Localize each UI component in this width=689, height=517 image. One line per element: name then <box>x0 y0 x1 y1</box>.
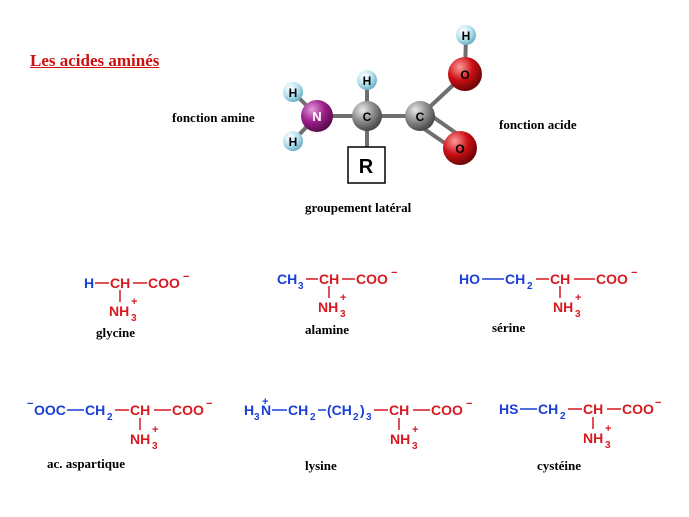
formula-charge: + <box>575 292 581 304</box>
hydrogen-atom-acid: H <box>456 25 476 45</box>
formula-charge: − <box>183 271 189 283</box>
name-cysteine: cystéine <box>537 458 582 473</box>
formula-atom: OOC <box>34 402 66 418</box>
formula-subscript: 2 <box>310 412 316 423</box>
atom-label: H <box>462 29 471 43</box>
formula-atom: H <box>244 402 254 418</box>
r-label: R <box>359 156 374 178</box>
formula-atom: NH <box>390 431 410 447</box>
formula-atom: CH <box>389 402 409 418</box>
formula-subscript: 3 <box>131 313 137 324</box>
atom-label: H <box>363 74 372 88</box>
atom-label: H <box>289 86 298 100</box>
formula-subscript: 3 <box>298 281 304 292</box>
name-lysine: lysine <box>305 458 337 473</box>
formula-charge: + <box>262 396 268 408</box>
formula-atom: NH <box>583 430 603 446</box>
atom-label: C <box>416 110 425 124</box>
formula-charge: + <box>412 424 418 436</box>
formula-serine: HO CH 2 CH COO − NH 3 + <box>459 267 637 320</box>
formula-atom: COO <box>356 271 388 287</box>
name-serine: sérine <box>492 320 526 335</box>
atom-label: O <box>455 142 464 156</box>
formula-atom: CH <box>319 271 339 287</box>
formula-subscript: 3 <box>152 441 158 452</box>
formula-lysine: + H 3 N CH 2 (CH 2 ) 3 CH COO − NH 3 + <box>244 396 472 452</box>
formula-atom: CH <box>85 402 105 418</box>
name-glycine: glycine <box>96 325 135 340</box>
formula-atom: CH <box>110 275 130 291</box>
formula-atom: H <box>84 275 94 291</box>
formula-atom: NH <box>553 299 573 315</box>
formula-subscript: 2 <box>560 411 566 422</box>
page-title: Les acides aminés <box>30 51 160 70</box>
formula-subscript: 2 <box>527 281 533 292</box>
label-fonction-acide: fonction acide <box>499 117 577 132</box>
atom-label: N <box>312 109 321 124</box>
formula-atom: CH <box>583 401 603 417</box>
formula-atom: CH <box>505 271 525 287</box>
formula-charge: + <box>152 424 158 436</box>
formula-charge: − <box>391 267 397 279</box>
label-groupement-lateral: groupement latéral <box>305 200 412 215</box>
formula-atom: HS <box>499 401 518 417</box>
formula-atom: N <box>261 402 271 418</box>
formula-charge: − <box>466 398 472 410</box>
formula-atom: HO <box>459 271 480 287</box>
formula-atom: COO <box>431 402 463 418</box>
formula-atom: COO <box>172 402 204 418</box>
formula-glycine: H CH COO − NH 3 + <box>84 271 189 324</box>
formula-charge: + <box>340 292 346 304</box>
hydrogen-atom-alpha: H <box>357 70 377 90</box>
formula-atom: CH <box>277 271 297 287</box>
carbon-atom-acid: C <box>405 101 435 131</box>
formula-aspartique: − OOC CH 2 CH COO − NH 3 + <box>27 398 212 452</box>
formula-charge: − <box>631 267 637 279</box>
carbon-atom-alpha: C <box>352 101 382 131</box>
hydrogen-atom-amine-top: H <box>283 82 303 102</box>
formula-atom: ) <box>360 402 365 418</box>
formula-alamine: CH 3 CH COO − NH 3 + <box>277 267 397 320</box>
formula-atom: CH <box>538 401 558 417</box>
atom-label: C <box>363 110 372 124</box>
formula-subscript: 2 <box>107 412 113 423</box>
formula-atom: NH <box>130 431 150 447</box>
formula-subscript: 3 <box>254 412 260 423</box>
formula-atom: (CH <box>327 402 352 418</box>
formula-atom: COO <box>148 275 180 291</box>
formula-subscript: 3 <box>412 441 418 452</box>
name-alamine: alamine <box>305 322 350 337</box>
formula-charge: − <box>655 397 661 409</box>
side-chain-r-box: R <box>347 146 386 184</box>
formula-atom: CH <box>288 402 308 418</box>
formula-atom: NH <box>109 303 129 319</box>
formula-subscript: 2 <box>353 412 359 423</box>
oxygen-atom-top: O <box>448 57 482 91</box>
formula-charge: + <box>131 296 137 308</box>
formula-atom: CH <box>130 402 150 418</box>
hydrogen-atom-amine-bottom: H <box>283 131 303 151</box>
label-fonction-amine: fonction amine <box>172 110 255 125</box>
formula-charge: − <box>27 398 33 410</box>
formula-atom: COO <box>622 401 654 417</box>
formula-subscript: 3 <box>366 412 372 423</box>
formula-subscript: 3 <box>340 309 346 320</box>
oxygen-atom-bottom: O <box>443 131 477 165</box>
formula-subscript: 3 <box>575 309 581 320</box>
formula-subscript: 3 <box>605 440 611 451</box>
formula-charge: + <box>605 423 611 435</box>
formula-atom: CH <box>550 271 570 287</box>
nitrogen-atom: N <box>301 100 333 132</box>
atom-label: H <box>289 135 298 149</box>
formula-cysteine: HS CH 2 CH COO − NH 3 + <box>499 397 661 451</box>
formula-atom: COO <box>596 271 628 287</box>
formula-charge: − <box>206 398 212 410</box>
atom-label: O <box>460 68 469 82</box>
name-aspartique: ac. aspartique <box>47 456 125 471</box>
formula-atom: NH <box>318 299 338 315</box>
